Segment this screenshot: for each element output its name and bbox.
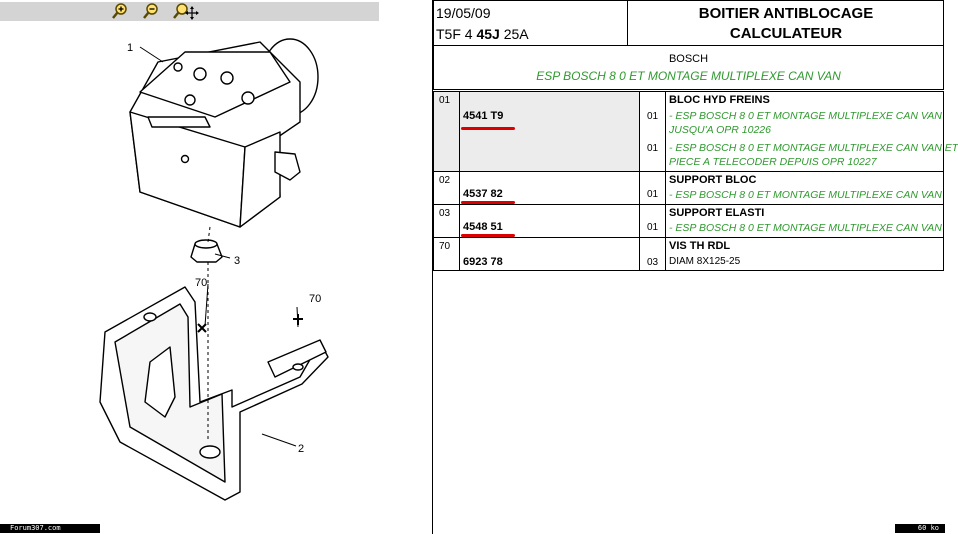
reference-cell: 4541 T9 (459, 91, 640, 172)
part-reference[interactable]: 4537 82 (463, 188, 503, 200)
reference-cell: 4537 82 (459, 171, 640, 205)
red-underline (461, 127, 515, 130)
variant-line: JUSQU'A OPR 10226 (669, 124, 771, 136)
variant-description: ESP BOSCH 8 0 ET MONTAGE MULTIPLEXE CAN … (536, 69, 841, 83)
description-cell: BLOC HYD FREINS - ESP BOSCH 8 0 ET MONTA… (665, 91, 958, 172)
parts-pane: 19/05/09 T5F 4 45J 25A BOITIER ANTIBLOCA… (433, 0, 958, 534)
part-reference[interactable]: 6923 78 (463, 256, 503, 268)
red-underline (461, 234, 515, 237)
quantity-cell: 01 (639, 204, 666, 238)
position-cell: 03 (433, 204, 460, 238)
callout-2: 2 (298, 443, 304, 455)
quantity: 01 (647, 111, 659, 122)
description-cell: SUPPORT ELASTI - ESP BOSCH 8 0 ET MONTAG… (665, 204, 944, 238)
zoom-out-icon (143, 3, 158, 19)
quantity-cell: 01 01 (639, 91, 666, 172)
zoom-pan-icon (173, 3, 199, 20)
callout-3: 3 (234, 255, 240, 267)
table-row[interactable]: 01 4541 T9 01 01 BLOC HYD FREINS - ESP B… (433, 91, 958, 172)
catalog-date: 19/05/09 (436, 5, 491, 21)
zoom-out-button[interactable] (141, 2, 161, 21)
red-underline (461, 201, 515, 204)
quantity: 01 (647, 143, 659, 154)
description-cell: VIS TH RDL DIAM 8X125-25 (665, 237, 944, 271)
zoom-pan-button[interactable] (171, 2, 201, 21)
variant-line: - ESP BOSCH 8 0 ET MONTAGE MULTIPLEXE CA… (669, 222, 942, 234)
forum-watermark: Forum307.com (0, 524, 100, 533)
reference-cell: 4548 51 (459, 204, 640, 238)
variant-line: DIAM 8X125-25 (669, 256, 741, 267)
variant-line: - ESP BOSCH 8 0 ET MONTAGE MULTIPLEXE CA… (669, 110, 942, 122)
reference-cell: 6923 78 (459, 237, 640, 271)
quantity: 01 (647, 222, 659, 233)
position-cell: 70 (433, 237, 460, 271)
description-cell: SUPPORT BLOC - ESP BOSCH 8 0 ET MONTAGE … (665, 171, 944, 205)
header-meta: 19/05/09 T5F 4 45J 25A (434, 1, 628, 45)
part-title: SUPPORT ELASTI (669, 207, 765, 219)
file-size-label: 60 ko (895, 524, 945, 533)
catalog-code: T5F 4 45J 25A (436, 26, 529, 42)
variant-line: - ESP BOSCH 8 0 ET MONTAGE MULTIPLEXE CA… (669, 142, 958, 154)
part-title: VIS TH RDL (669, 240, 731, 252)
zoom-in-button[interactable] (110, 2, 130, 21)
quantity: 01 (647, 189, 659, 200)
variant-line: - ESP BOSCH 8 0 ET MONTAGE MULTIPLEXE CA… (669, 189, 942, 201)
position-cell: 01 (433, 91, 460, 172)
part-title: SUPPORT BLOC (669, 174, 757, 186)
variant-box: BOSCH ESP BOSCH 8 0 ET MONTAGE MULTIPLEX… (433, 46, 944, 90)
parts-table: 01 4541 T9 01 01 BLOC HYD FREINS - ESP B… (433, 91, 958, 271)
zoom-in-icon (112, 3, 127, 19)
part-title: BLOC HYD FREINS (669, 94, 770, 106)
zoom-toolbar (0, 2, 379, 21)
pane-divider (432, 0, 433, 534)
page-title: BOITIER ANTIBLOCAGE CALCULATEUR (698, 5, 874, 42)
table-row[interactable]: 70 6923 78 03 VIS TH RDL DIAM 8X125-25 (433, 237, 944, 271)
catalog-header: 19/05/09 T5F 4 45J 25A BOITIER ANTIBLOCA… (433, 0, 944, 46)
table-row[interactable]: 03 4548 51 01 SUPPORT ELASTI - ESP BOSCH… (433, 204, 944, 238)
callout-1: 1 (127, 42, 133, 54)
quantity: 03 (647, 257, 659, 268)
diagram-pane: 1 3 70 70 2 Forum307.com (0, 0, 432, 534)
table-row[interactable]: 02 4537 82 01 SUPPORT BLOC - ESP BOSCH 8… (433, 171, 944, 205)
callout-70-left: 70 (195, 277, 207, 289)
position-cell: 02 (433, 171, 460, 205)
brand-name: BOSCH (668, 53, 709, 65)
part-reference[interactable]: 4541 T9 (463, 110, 504, 122)
quantity-cell: 01 (639, 171, 666, 205)
variant-line: PIECE A TELECODER DEPUIS OPR 10227 (669, 156, 877, 168)
callout-70-right: 70 (309, 293, 321, 305)
quantity-cell: 03 (639, 237, 666, 271)
exploded-parts-diagram: 1 3 70 70 2 (99, 38, 329, 501)
part-reference[interactable]: 4548 51 (463, 221, 503, 233)
